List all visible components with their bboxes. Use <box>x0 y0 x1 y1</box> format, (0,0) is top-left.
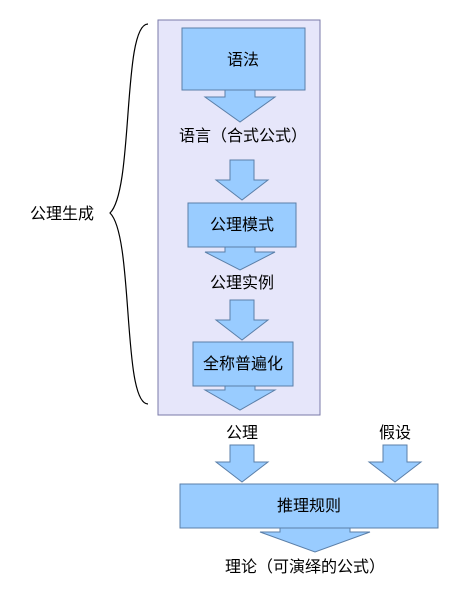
group-label: 公理生成 <box>30 204 94 223</box>
inference-rules-label: 推理规则 <box>277 496 341 515</box>
inference-rules-box <box>179 483 439 529</box>
axiom-text: 公理 <box>226 423 258 442</box>
hypothesis-to-rules-arrow <box>367 444 423 483</box>
axiom-schema-label: 公理模式 <box>210 215 274 234</box>
instance-to-generalization-arrow <box>214 299 270 341</box>
syntax-box <box>181 27 306 91</box>
universal-generalization-box <box>192 341 294 387</box>
hypothesis-text: 假设 <box>379 423 411 442</box>
universal-generalization-label: 全称普遍化 <box>203 354 283 373</box>
syntax-label: 语法 <box>227 50 259 69</box>
syntax-arrow <box>203 89 277 123</box>
language-to-schema-arrow <box>214 159 270 201</box>
axiom-schema-box <box>187 202 297 248</box>
inference-rules-arrow <box>259 526 371 553</box>
group-brace <box>109 23 149 405</box>
axiom-to-rules-arrow <box>214 444 270 483</box>
language-text: 语言（合式公式） <box>179 126 307 145</box>
axiom-instance-text: 公理实例 <box>210 273 274 292</box>
theory-text: 理论（可演绎的公式） <box>225 557 385 576</box>
